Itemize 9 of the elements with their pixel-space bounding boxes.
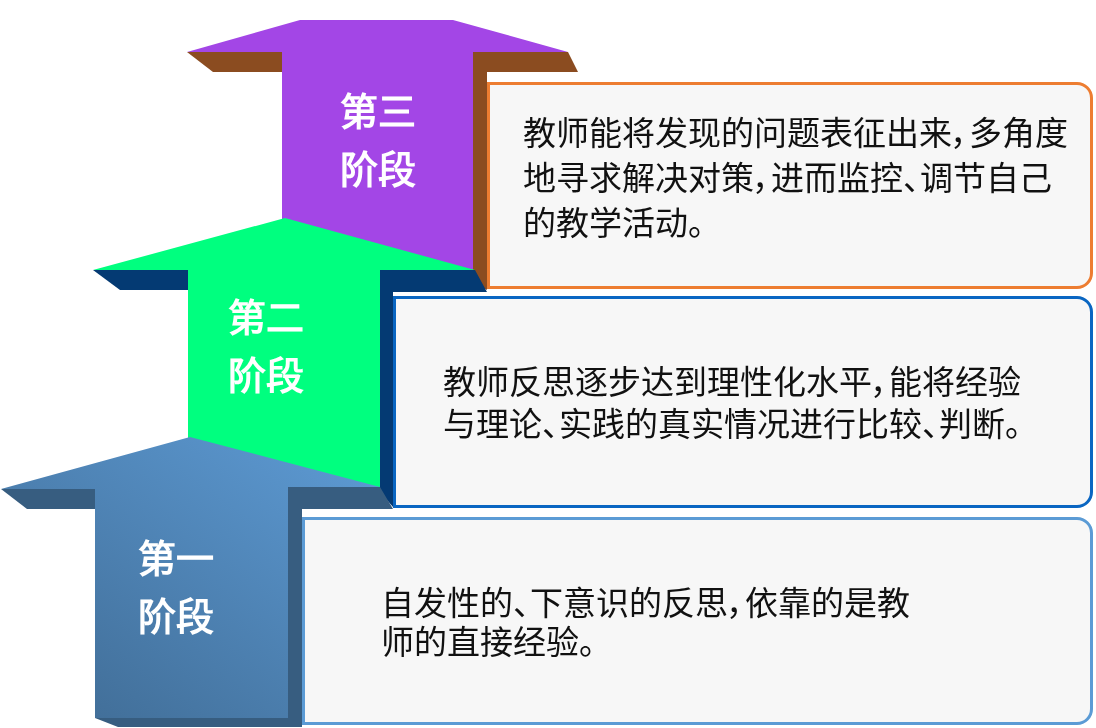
stage-label: 第二阶段: [228, 295, 305, 400]
description-text: 自发性的、下意识的反思，依靠的是教师的直接经验。: [381, 584, 911, 662]
description-text: 教师反思逐步达到理性化水平，能将经验与理论、实践的真实情况进行比较、判断。: [443, 362, 1023, 446]
text-panel: [302, 517, 1093, 725]
text-panel: [393, 296, 1093, 508]
text-panel: [487, 82, 1093, 289]
description-text: 教师能将发现的问题表征出来，多角度地寻求解决对策，进而监控、调节自己的教学活动。: [523, 113, 1069, 245]
stage-label: 第三阶段: [340, 89, 417, 194]
stage-label: 第一阶段: [138, 536, 215, 641]
